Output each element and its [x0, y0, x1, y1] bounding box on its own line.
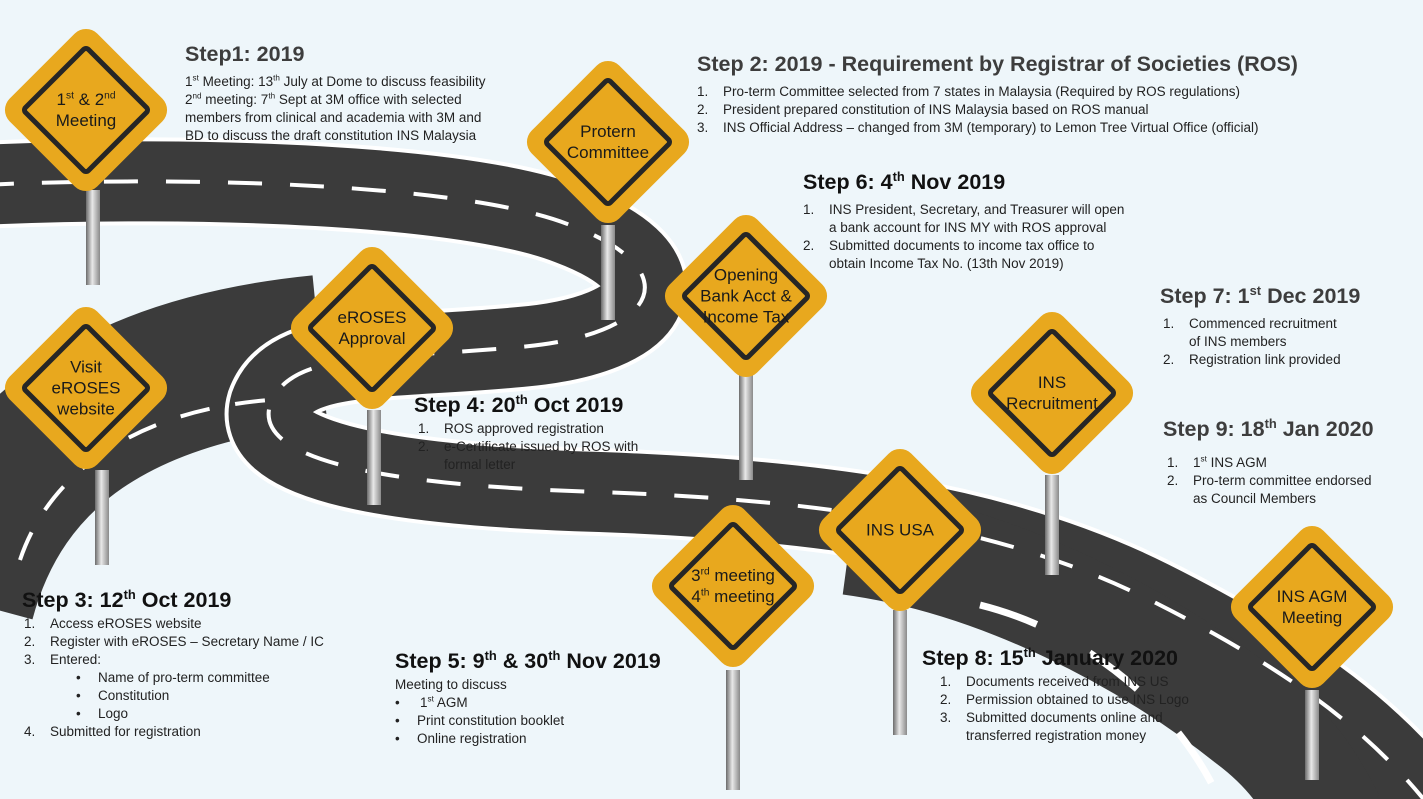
step5: Step 5: 9th & 30th Nov 2019 Meeting to d…	[395, 647, 661, 748]
sign-pole	[601, 225, 615, 320]
sign-pole	[726, 670, 740, 790]
sign-pole	[1045, 475, 1059, 575]
list-item: 2.Submitted documents to income tax offi…	[803, 238, 1095, 271]
list-item: 1.INS President, Secretary, and Treasure…	[803, 202, 1125, 235]
list-item: 2.Registration link provided	[1163, 352, 1341, 367]
list-item: 4.Submitted for registration	[24, 724, 201, 739]
bullet-item: •Constitution	[76, 688, 170, 703]
sign-pole	[86, 190, 100, 285]
bullet-item: •Print constitution booklet	[395, 713, 565, 728]
step1-title: Step1: 2019	[185, 42, 305, 66]
list-item: 1.ROS approved registration	[418, 421, 604, 436]
sign-pole	[95, 470, 109, 565]
step1: Step1: 2019 1st Meeting: 13th July at Do…	[185, 42, 486, 145]
road-bottom-widen	[842, 485, 1380, 799]
step1-line: BD to discuss the draft constitution INS…	[185, 128, 477, 143]
sign-pole	[1305, 690, 1319, 780]
step5-title: Step 5: 9th & 30th Nov 2019	[395, 647, 661, 673]
list-item: 1.Documents received from INS US	[940, 674, 1169, 689]
step4: Step 4: 20th Oct 2019 1.ROS approved reg…	[414, 391, 639, 474]
list-item: 3.INS Official Address – changed from 3M…	[697, 120, 1259, 135]
list-item: 3.Entered:	[24, 652, 102, 667]
list-item: 1.1st INS AGM	[1167, 454, 1267, 470]
step1-line: members from clinical and academia with …	[185, 110, 482, 125]
step8-title: Step 8: 15th January 2020	[922, 644, 1178, 670]
step7: Step 7: 1st Dec 2019 1.Commenced recruit…	[1160, 282, 1361, 369]
step7-title: Step 7: 1st Dec 2019	[1160, 282, 1361, 308]
step6: Step 6: 4th Nov 2019 1.INS President, Se…	[803, 168, 1125, 273]
bullet-item: •Logo	[76, 706, 129, 721]
road-bottom-dash	[979, 601, 1219, 792]
step9-title: Step 9: 18th Jan 2020	[1163, 415, 1374, 441]
step5-intro: Meeting to discuss	[395, 677, 507, 692]
sign-pole	[739, 375, 753, 480]
step8: Step 8: 15th January 2020 1.Documents re…	[922, 644, 1189, 745]
sign-pole	[367, 410, 381, 505]
list-item: 1.Access eROSES website	[24, 616, 202, 631]
step4-title: Step 4: 20th Oct 2019	[414, 391, 624, 417]
step2-title: Step 2: 2019 - Requirement by Registrar …	[697, 52, 1298, 76]
step9: Step 9: 18th Jan 2020 1.1st INS AGM 2.Pr…	[1163, 415, 1374, 508]
bullet-item: •Name of pro-term committee	[76, 670, 270, 685]
step1-line: 2nd meeting: 7th Sept at 3M office with …	[185, 91, 462, 107]
step3: Step 3: 12th Oct 2019 1.Access eROSES we…	[22, 586, 324, 741]
list-item: 2.Permission obtained to use INS Logo	[940, 692, 1189, 707]
bullet-item: •Online registration	[395, 731, 527, 746]
list-item: 2.Register with eROSES – Secretary Name …	[24, 634, 324, 649]
step3-title: Step 3: 12th Oct 2019	[22, 586, 232, 612]
list-item: 1.Pro-term Committee selected from 7 sta…	[697, 84, 1240, 99]
step1-line: 1st Meeting: 13th July at Dome to discus…	[185, 73, 486, 89]
step2: Step 2: 2019 - Requirement by Registrar …	[697, 52, 1298, 137]
sign-pole	[893, 610, 907, 735]
list-item: 2.President prepared constitution of INS…	[697, 102, 1149, 117]
bullet-item: •1st AGM	[395, 694, 468, 710]
step6-title: Step 6: 4th Nov 2019	[803, 168, 1006, 194]
